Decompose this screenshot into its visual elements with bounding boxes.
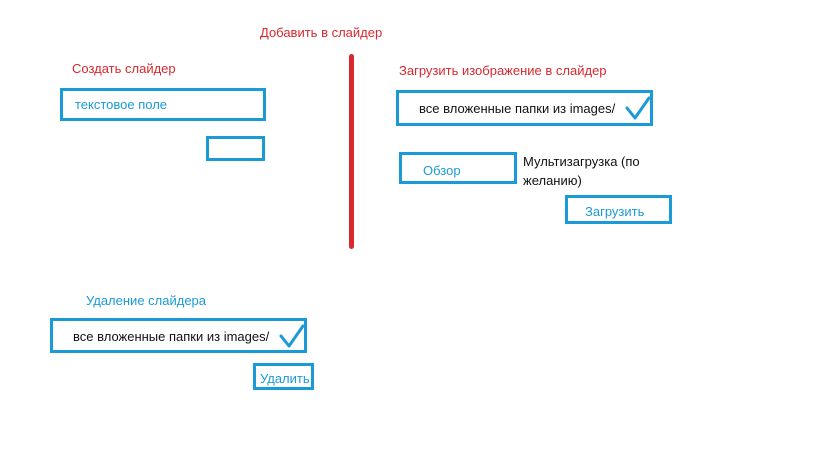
add-to-slider-heading: Добавить в слайдер [260,25,383,40]
browse-button[interactable]: Обзор [399,152,517,184]
upload-button-label: Загрузить [585,204,645,219]
multi-upload-note: Мультизагрузка (по желанию) [523,154,640,188]
create-slider-button[interactable] [206,136,265,161]
upload-image-heading: Загрузить изображение в слайдер [399,63,607,78]
delete-button-label: Удалить [260,371,310,386]
delete-slider-heading: Удаление слайдера [86,293,207,308]
upload-button[interactable]: Загрузить [565,195,672,224]
browse-button-label: Обзор [423,163,461,178]
delete-folder-select[interactable]: все вложенные папки из images/ [50,318,307,353]
delete-button[interactable]: Удалить [253,363,314,390]
create-slider-heading: Создать слайдер [72,61,176,76]
section-divider [349,54,354,249]
delete-folder-select-value: все вложенные папки из images/ [73,329,270,344]
slider-name-input-text: текстовое поле [75,97,168,112]
dropdown-check-icon [279,324,305,348]
slider-name-input[interactable]: текстовое поле [60,88,266,121]
upload-folder-select-value: все вложенные папки из images/ [419,101,616,116]
upload-folder-select[interactable]: все вложенные папки из images/ [396,90,653,126]
dropdown-check-icon [625,96,651,120]
